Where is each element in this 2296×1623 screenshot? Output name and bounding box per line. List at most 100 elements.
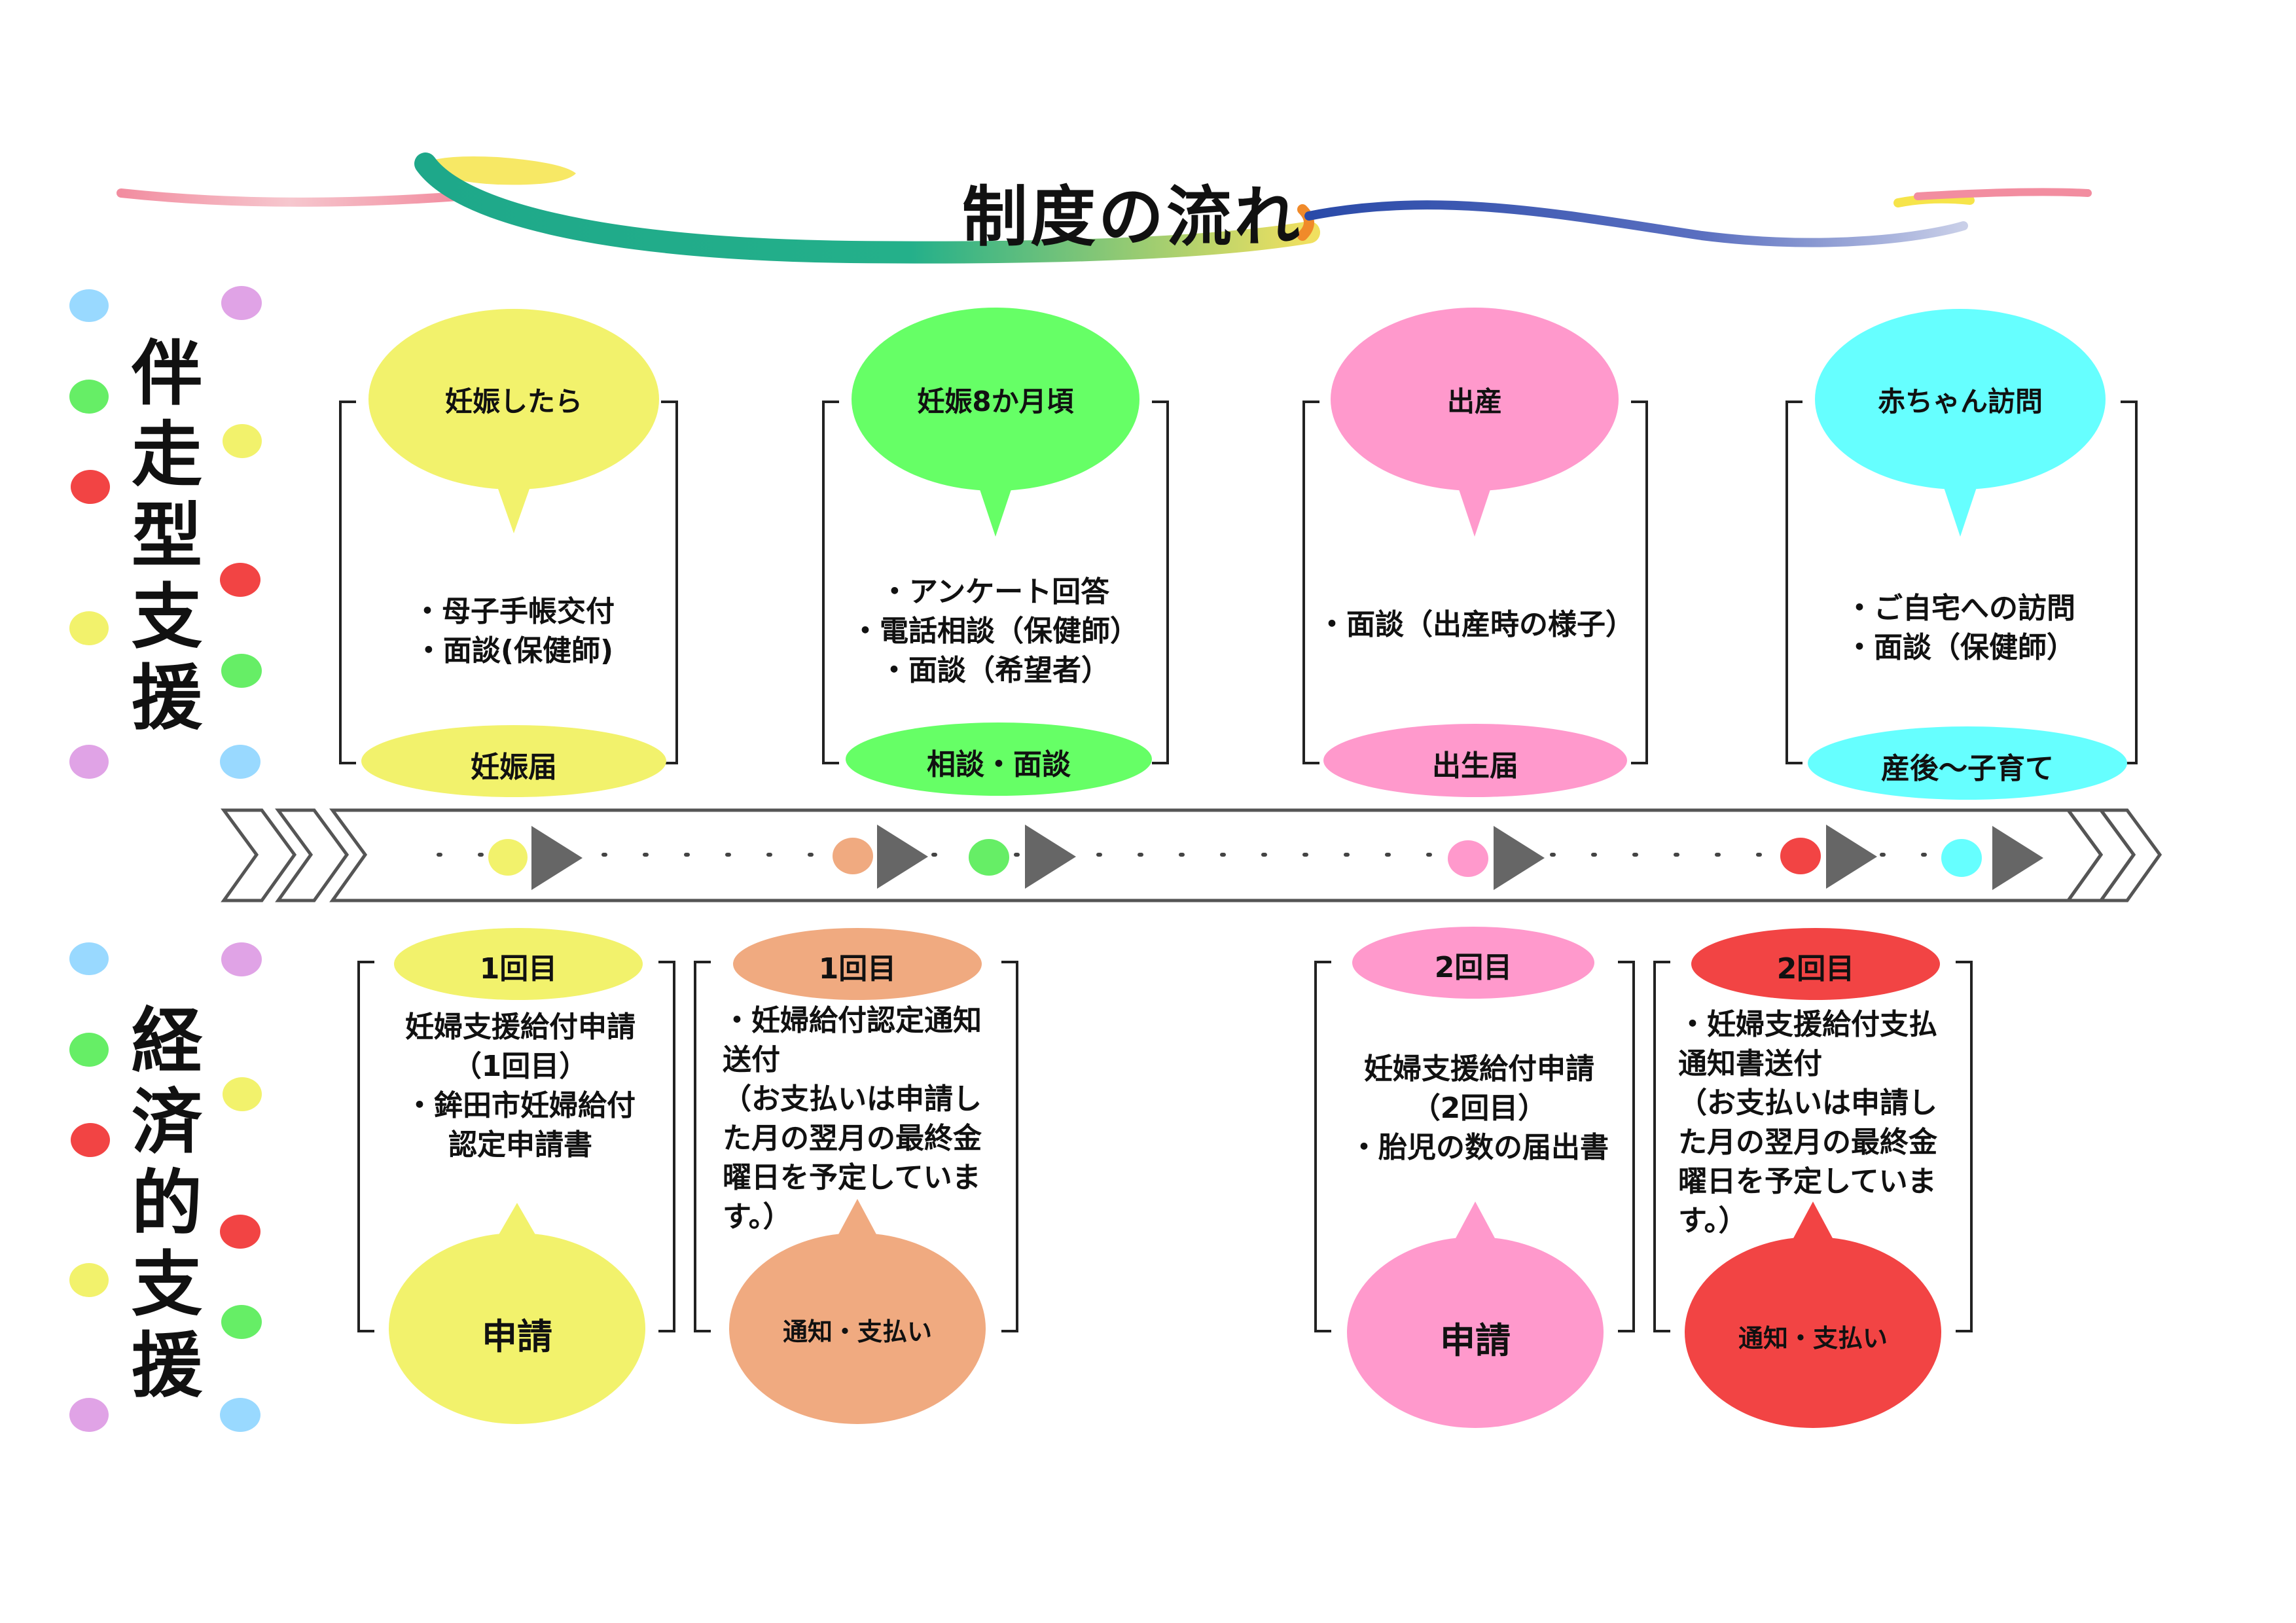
page-title: 制度の流れ [962,179,1302,255]
description-line: ・妊婦給付認定通知 [723,1004,982,1037]
decor-dot [69,1398,109,1432]
play-icon [877,825,928,889]
decor-dot [69,1033,109,1067]
bracket-left [357,961,374,1332]
payment-round-pill [1352,927,1594,999]
decor-dot [221,942,262,976]
timeline-dot [1780,838,1821,874]
decor-dot [220,1215,260,1249]
bracket-left [1785,401,1803,764]
speech-bubble [1347,1202,1604,1428]
decor-dot [69,1263,109,1297]
description-line: ・ご自宅への訪問 [1845,592,2075,625]
description-line: ・妊婦支援給付支払 [1678,1008,1937,1041]
decor-dot [223,424,262,458]
decor-dot [69,380,109,414]
timeline-dot [1448,840,1488,877]
description-line: ・鉾田市妊婦給付 [405,1089,636,1122]
timeline-arrow [221,808,2162,902]
play-icon [531,826,583,890]
stage-pill [1808,726,2127,800]
decor-dot [221,1305,262,1339]
speech-bubble [1815,309,2106,537]
stage-bubble-label: 通知・支払い [782,1317,932,1346]
description-line: 曜日を予定していま [723,1161,981,1194]
description-line: 曜日を予定していま [1678,1165,1937,1198]
bracket-right [2121,401,2138,764]
stage-bubble-label: 通知・支払い [1738,1324,1888,1353]
stage-description: ・母子手帳交付 ・面談(保健師) [367,592,661,671]
economic-section-label: 経済的支援 [131,1001,202,1407]
support-section-label: 伴走型支援 [131,333,202,740]
decor-dot [71,1123,110,1157]
stage-pill [1323,724,1627,797]
speech-bubble [852,308,1139,537]
stage-pill-label: 出生届 [1432,749,1518,783]
stage-pill-label: 妊娠届 [471,751,557,784]
speech-bubble [1331,308,1619,537]
decor-dot [69,289,109,322]
description-line: ・面談(保健師) [414,634,614,668]
speech-bubble [729,1199,986,1424]
stage-bubble-label: 申請 [1440,1320,1511,1361]
stage-pill [846,722,1152,796]
decor-dot [69,745,109,779]
stage-bubble-label: 妊娠したら [444,385,583,418]
stage-bubble-label: 申請 [482,1316,552,1357]
stage-bubble-label: 出産 [1446,385,1502,418]
description-line: た月の翌月の最終金 [1678,1126,1937,1159]
play-icon [1826,825,1877,889]
description-line: ・アンケート回答 [880,575,1110,609]
title-ribbon [117,152,2092,264]
stage-pill-label: 産後～子育て [1881,752,2054,785]
bracket-right [1001,961,1018,1332]
description-line: （1回目） [452,1050,588,1083]
description-line: 認定申請書 [448,1128,592,1162]
decor-dot [223,1077,262,1111]
bracket-right [1152,401,1169,764]
decor-dot [69,942,109,975]
bracket-right [661,401,678,764]
bracket-left [1314,961,1331,1332]
payment-round-pill [733,928,982,1000]
play-icon [1992,826,2043,890]
decor-dot [220,563,260,597]
payment-round-label: 1回目 [479,952,558,986]
speech-bubble [368,309,659,533]
stage-description: ・アンケート回答 ・電話相談（保健師） ・面談（希望者） [844,573,1145,690]
stage-description: ・面談（出産時の様子） [1316,605,1636,645]
stage-pill [361,725,666,797]
decor-dot [220,1398,260,1432]
description-line: 送付 [723,1043,780,1077]
stage-description: ・妊婦給付認定通知 送付 （お支払いは申請し た月の翌月の最終金 曜日を予定して… [723,1001,1011,1237]
description-line: ・胎児の数の届出書 [1350,1131,1609,1164]
payment-round-label: 2回目 [1434,951,1513,984]
bracket-left [822,401,839,764]
decor-dot [71,470,110,504]
bracket-right [658,961,675,1332]
payment-round-pill [394,928,643,1000]
description-line: （お支払いは申請し [723,1082,982,1116]
stage-bubble-label: 妊娠8か月頃 [917,385,1074,418]
bracket-left [339,401,356,764]
description-line: ・面談（希望者） [880,654,1110,687]
timeline-dot [969,839,1009,876]
timeline-dot [1941,839,1982,877]
description-line: ・面談（出産時の様子） [1318,608,1634,641]
stage-description: 妊婦支援給付申請 （1回目） ・鉾田市妊婦給付 認定申請書 [373,1008,668,1165]
bracket-right [1956,961,1973,1332]
decor-dot [220,745,260,779]
description-line: 通知書送付 [1678,1047,1822,1080]
stage-description: 妊婦支援給付申請 （2回目） ・胎児の数の届出書 [1329,1050,1630,1168]
payment-round-label: 2回目 [1776,952,1855,986]
bracket-right [1631,401,1648,764]
description-line: 妊婦支援給付申請 [1364,1052,1594,1086]
play-icon [1025,825,1076,889]
bracket-right [1618,961,1635,1332]
description-line: ・面談（保健師） [1845,631,2075,664]
description-line: す。） [723,1200,792,1234]
play-icon [1494,826,1545,890]
description-line: た月の翌月の最終金 [723,1122,982,1155]
timeline-dot [833,838,873,874]
decor-dot [221,286,262,320]
